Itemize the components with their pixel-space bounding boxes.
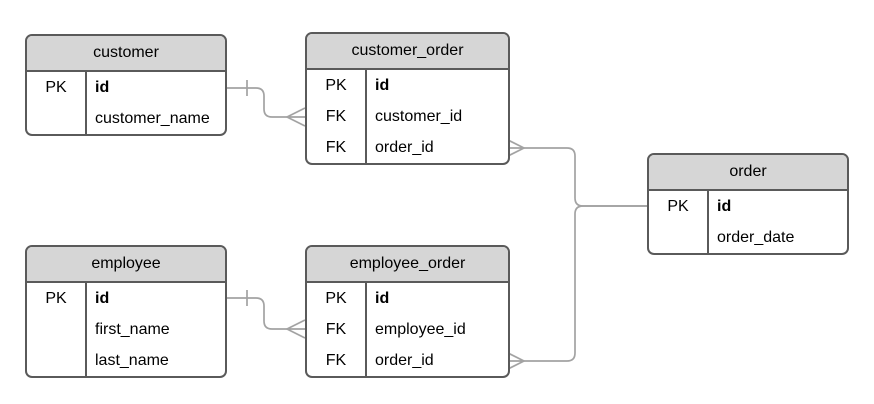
connector-line[interactable]: [223, 297, 287, 330]
field-row: first_name: [27, 314, 225, 345]
table-title: employee_order: [307, 247, 508, 283]
field-name: customer_name: [95, 110, 210, 127]
key-cell: FK: [307, 101, 367, 132]
key-cell: [649, 222, 709, 253]
key-cell: FK: [307, 314, 367, 345]
field-name: employee_id: [375, 321, 466, 338]
field-name: order_id: [375, 139, 434, 156]
connector-line[interactable]: [223, 87, 287, 118]
table-order[interactable]: order PK id order_date: [647, 153, 849, 255]
crow-foot-many-icon: [286, 319, 306, 339]
key-cell: FK: [307, 132, 367, 163]
field-row: FK employee_id: [307, 314, 508, 345]
field-row: PK id: [649, 191, 847, 222]
field-row: customer_name: [27, 103, 225, 134]
field-row: PK id: [307, 283, 508, 314]
relationship-employee_order-to-order[interactable]: [505, 205, 647, 371]
field-row: PK id: [27, 283, 225, 314]
table-customer[interactable]: customer PK id customer_name: [25, 34, 227, 136]
field-name: order_date: [717, 229, 795, 246]
key-cell: FK: [307, 345, 367, 376]
key-cell: PK: [307, 283, 367, 314]
key-cell: PK: [27, 72, 87, 103]
field-name: id: [95, 290, 110, 307]
table-title: employee: [27, 247, 225, 283]
relationship-customer-to-customer_order[interactable]: [223, 80, 306, 127]
field-row: order_date: [649, 222, 847, 253]
table-employee[interactable]: employee PK id first_name last_name: [25, 245, 227, 378]
key-cell: PK: [649, 191, 709, 222]
field-row: FK order_id: [307, 132, 508, 163]
field-name: order_id: [375, 352, 434, 369]
relationship-customer_order-to-order[interactable]: [505, 138, 647, 207]
relationship-employee-to-employee_order[interactable]: [223, 290, 306, 339]
connector-line[interactable]: [524, 147, 647, 207]
key-cell: PK: [307, 70, 367, 101]
table-employee_order[interactable]: employee_order PK id FK employee_id FK o…: [305, 245, 510, 378]
key-cell: [27, 314, 87, 345]
key-cell: [27, 345, 87, 376]
field-row: FK order_id: [307, 345, 508, 376]
field-name: last_name: [95, 352, 169, 369]
table-title: customer_order: [307, 34, 508, 70]
field-name: id: [95, 79, 110, 96]
field-name: first_name: [95, 321, 170, 338]
connector-line[interactable]: [524, 205, 647, 362]
field-row: last_name: [27, 345, 225, 376]
table-title: order: [649, 155, 847, 191]
table-customer_order[interactable]: customer_order PK id FK customer_id FK o…: [305, 32, 510, 165]
field-name: customer_id: [375, 108, 463, 125]
field-row: PK id: [27, 72, 225, 103]
field-row: FK customer_id: [307, 101, 508, 132]
field-row: PK id: [307, 70, 508, 101]
key-cell: PK: [27, 283, 87, 314]
field-name: id: [717, 198, 732, 215]
field-name: id: [375, 77, 390, 94]
field-name: id: [375, 290, 390, 307]
crow-foot-many-icon: [286, 107, 306, 127]
table-title: customer: [27, 36, 225, 72]
key-cell: [27, 103, 87, 134]
